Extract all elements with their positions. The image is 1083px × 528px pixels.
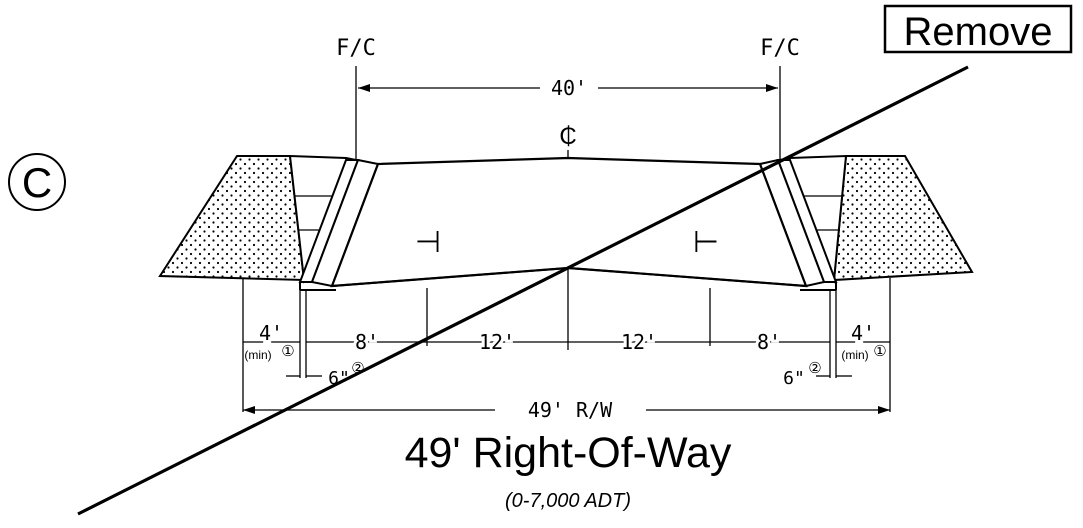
strike-through-line: [77, 65, 969, 516]
right-of-way-dimension: 49' R/W: [243, 398, 890, 422]
face-of-curb-left-label: F/C: [336, 36, 376, 61]
right-parking-width: 8': [757, 330, 781, 354]
roadway: ⊣ ⊢: [330, 156, 808, 288]
right-walk-width: 4': [851, 321, 875, 345]
left-note-1: ①: [281, 343, 294, 360]
section-badge: C: [8, 153, 66, 211]
lane-direction-right: ⊢: [693, 226, 719, 259]
diagram-title: 49' Right-Of-Way: [405, 429, 732, 477]
right-curb-width: 6": [783, 368, 805, 389]
left-min-label: (min): [244, 348, 271, 362]
left-lane-width: 12': [479, 330, 515, 354]
right-of-way-label: 49' R/W: [528, 398, 613, 422]
left-walk-width: 4': [259, 321, 283, 345]
diagram-subtitle: (0-7,000 ADT): [505, 490, 631, 512]
face-of-curb-right-label: F/C: [760, 36, 800, 61]
left-curb-width: 6": [328, 368, 350, 389]
right-note-2: ②: [808, 360, 821, 377]
right-note-1: ①: [873, 343, 886, 360]
remove-label: Remove: [904, 10, 1053, 54]
dimension-extension-lines: [242, 278, 891, 412]
left-planting-strip: [158, 155, 306, 282]
remove-stamp: Remove: [883, 4, 1073, 54]
left-parking-width: 8': [355, 330, 379, 354]
section-letter: C: [22, 159, 52, 206]
curb-to-curb-label: 40': [551, 76, 587, 100]
right-lane-width: 12': [621, 330, 657, 354]
curb-dimension-row: 6" ② 6" ②: [286, 360, 852, 389]
lane-dimension-row: 4' (min) ① 8' 12' 12' 8' 4' (min) ①: [243, 318, 890, 362]
right-planting-strip: [832, 155, 974, 282]
right-min-label: (min): [841, 348, 868, 362]
curb-to-curb-dimension: 40': [355, 66, 781, 160]
centerline-symbol: ₵: [559, 123, 576, 150]
lane-direction-left: ⊣: [415, 226, 441, 259]
